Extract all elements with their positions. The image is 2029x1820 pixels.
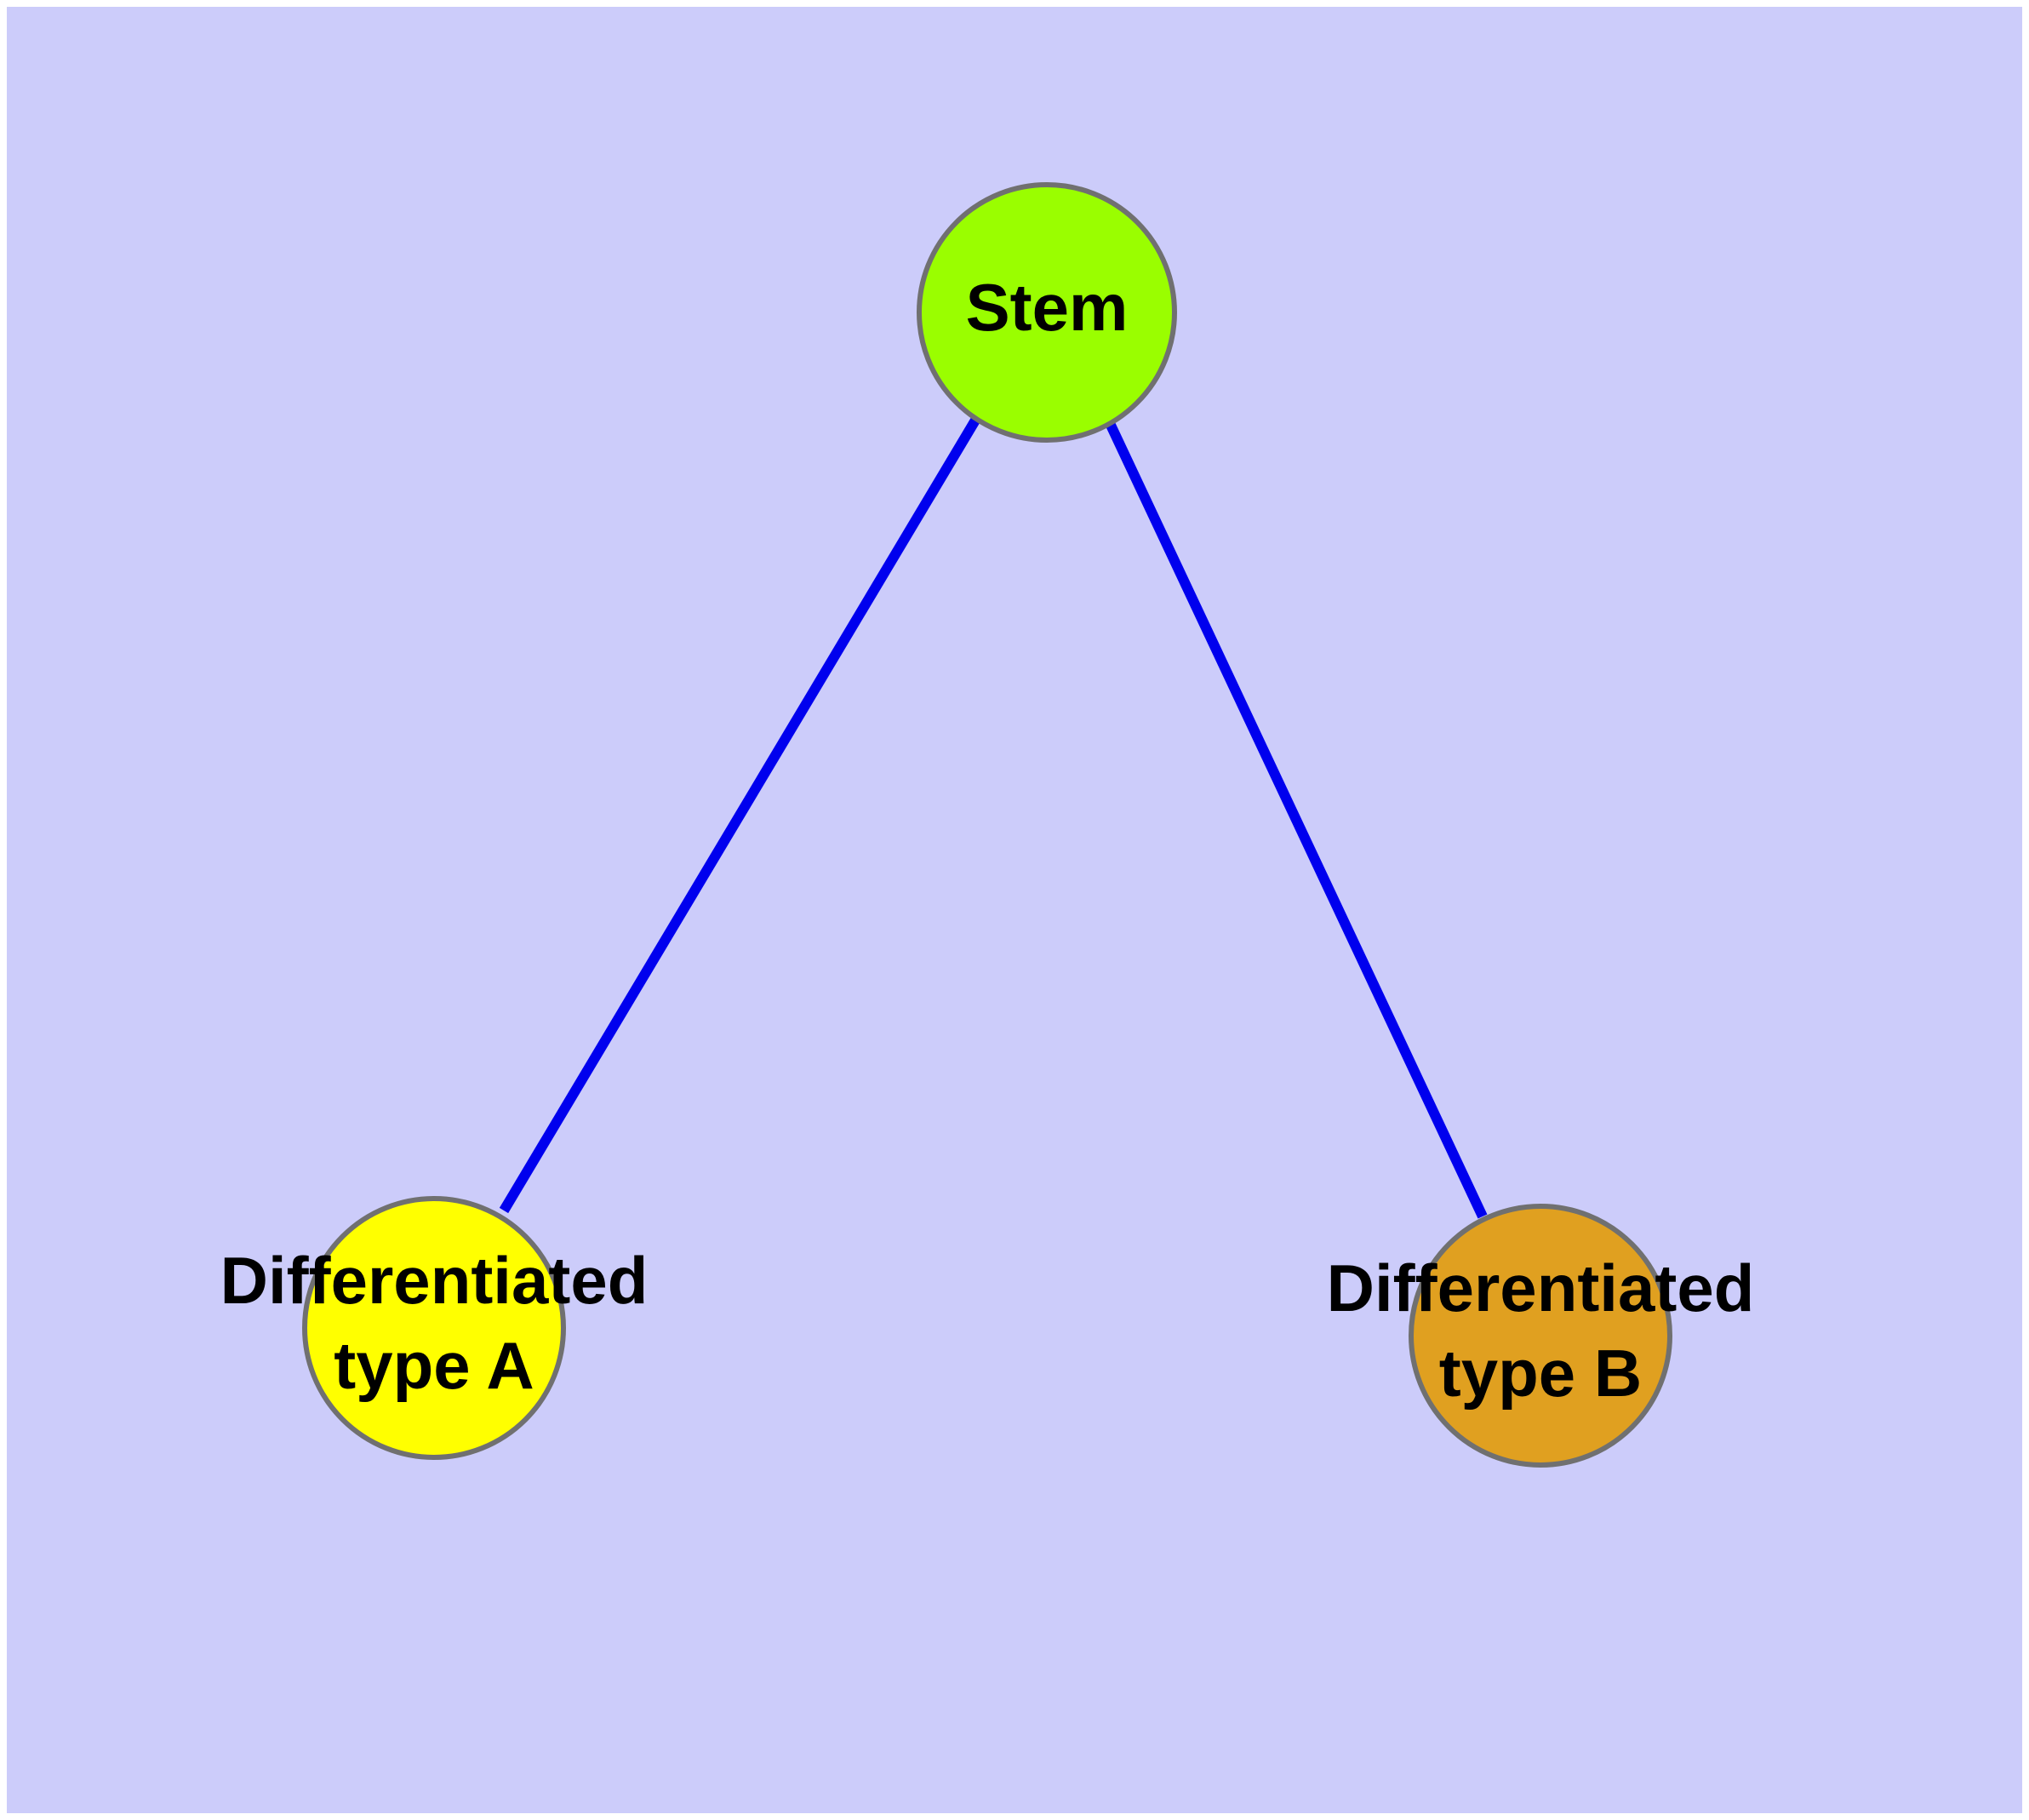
- edge-stem-to-differentiated-type-b[interactable]: [1104, 419, 1488, 1219]
- edge-group: [499, 415, 1488, 1219]
- edge-stem-to-differentiated-type-a[interactable]: [499, 415, 981, 1214]
- node-differentiated-type-b-circle[interactable]: [1409, 1204, 1672, 1468]
- node-stem[interactable]: Stem: [917, 182, 1177, 443]
- node-stem-label: Stem: [966, 270, 1129, 345]
- node-stem-circle[interactable]: [917, 182, 1177, 443]
- node-differentiated-type-a-circle[interactable]: [302, 1196, 566, 1460]
